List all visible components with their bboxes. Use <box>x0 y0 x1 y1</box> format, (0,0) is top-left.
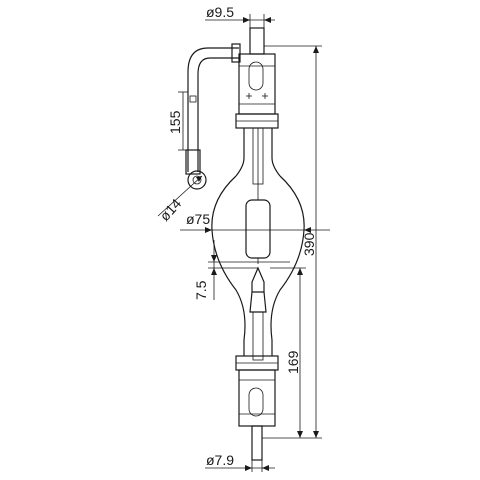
top-pin-diameter-label: ø9.5 <box>206 4 234 20</box>
bottom-pin-diameter-label: ø7.9 <box>206 452 234 468</box>
flexible-lead <box>185 43 241 190</box>
overall-length-label: 390 <box>301 232 317 256</box>
bulb-envelope <box>211 175 305 341</box>
lead-length-dimension: 155 <box>167 91 188 151</box>
upper-stem <box>235 127 281 200</box>
bottom-base <box>235 355 279 427</box>
lower-length-label: 169 <box>285 350 301 374</box>
ring-diameter-label: ø14 <box>156 195 184 224</box>
top-base <box>235 53 279 129</box>
top-pin <box>249 27 265 55</box>
bulb-diameter-dimension: ø75 <box>180 211 330 233</box>
lower-electrode <box>249 266 267 361</box>
upper-electrode <box>245 199 271 264</box>
bulb-diameter-label: ø75 <box>186 211 210 227</box>
lower-length-dimension: 169 <box>270 267 306 438</box>
bottom-pin-diameter-dimension: ø7.9 <box>205 452 275 472</box>
bottom-pin <box>251 425 263 461</box>
gap-label: 7.5 <box>193 280 209 300</box>
top-pin-diameter-dimension: ø9.5 <box>205 4 275 30</box>
lead-length-label: 155 <box>167 110 183 134</box>
gap-dimension: 7.5 <box>193 240 290 300</box>
lower-stem <box>243 340 273 356</box>
overall-length-dimension: 390 <box>262 45 322 439</box>
